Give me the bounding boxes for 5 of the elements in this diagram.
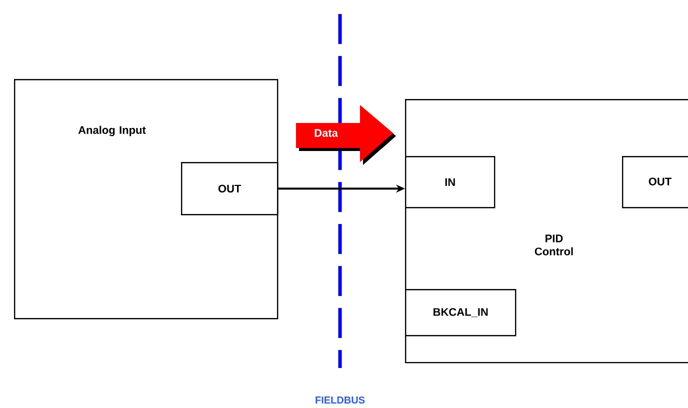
port-box: OUT bbox=[622, 156, 688, 208]
port-box: OUT bbox=[181, 162, 278, 216]
bus-label: FIELDBUS bbox=[316, 396, 365, 404]
port-box: BKCAL_IN bbox=[405, 289, 516, 336]
port-box: IN bbox=[405, 156, 496, 208]
